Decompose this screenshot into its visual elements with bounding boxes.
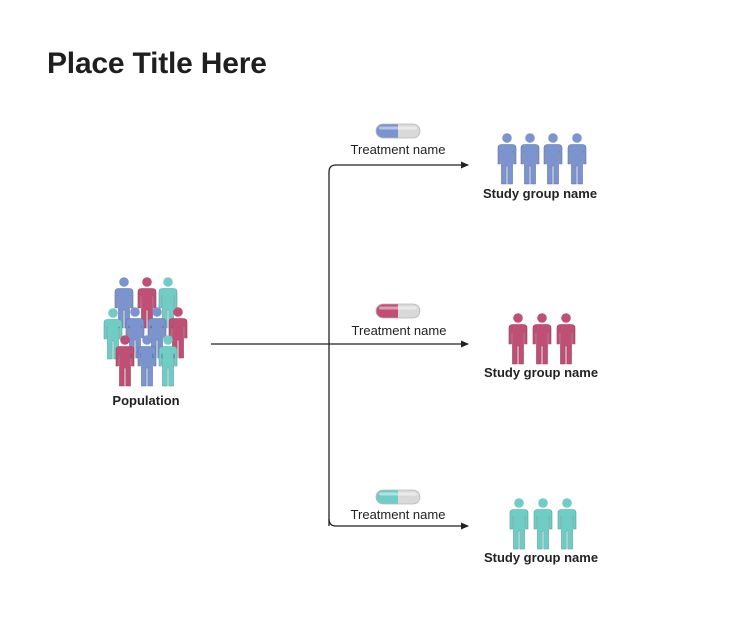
arrow-to-group-3 bbox=[328, 518, 469, 530]
pill-icon-3 bbox=[375, 489, 421, 505]
population-person-icon-9 bbox=[137, 335, 157, 387]
study-group-3-person-icon-1 bbox=[509, 498, 529, 550]
study-group-icons bbox=[497, 133, 587, 550]
population-person-icon-3 bbox=[158, 277, 178, 329]
pill-icon-2 bbox=[375, 303, 421, 319]
study-group-2-person-icon-2 bbox=[532, 313, 552, 365]
branch-trunk bbox=[328, 164, 337, 526]
population-icon bbox=[103, 277, 188, 387]
pill-icons bbox=[375, 123, 421, 505]
pill-icon-1 bbox=[375, 123, 421, 139]
study-group-3-person-icon-2 bbox=[533, 498, 553, 550]
study-group-1-person-icon-4 bbox=[567, 133, 587, 185]
treatment-label-1: Treatment name bbox=[350, 142, 446, 157]
study-group-label-2: Study group name bbox=[483, 365, 599, 380]
population-label: Population bbox=[112, 393, 180, 408]
connector-lines bbox=[211, 161, 469, 530]
study-group-label-1: Study group name bbox=[482, 186, 598, 201]
treatment-label-3: Treatment name bbox=[350, 507, 446, 522]
study-group-2-person-icon-3 bbox=[556, 313, 576, 365]
study-group-1-person-icon-1 bbox=[497, 133, 517, 185]
population-person-icon-1 bbox=[114, 277, 134, 329]
study-group-label-3: Study group name bbox=[483, 550, 599, 565]
population-person-icon-2 bbox=[137, 277, 157, 329]
treatment-label-2: Treatment name bbox=[351, 323, 447, 338]
population-person-icon-10 bbox=[158, 335, 178, 387]
population-person-icon-8 bbox=[115, 335, 135, 387]
study-group-1-person-icon-3 bbox=[543, 133, 563, 185]
study-group-2-person-icon-1 bbox=[508, 313, 528, 365]
study-group-1-person-icon-2 bbox=[520, 133, 540, 185]
page-title: Place Title Here bbox=[47, 47, 267, 80]
study-group-3-person-icon-3 bbox=[557, 498, 577, 550]
